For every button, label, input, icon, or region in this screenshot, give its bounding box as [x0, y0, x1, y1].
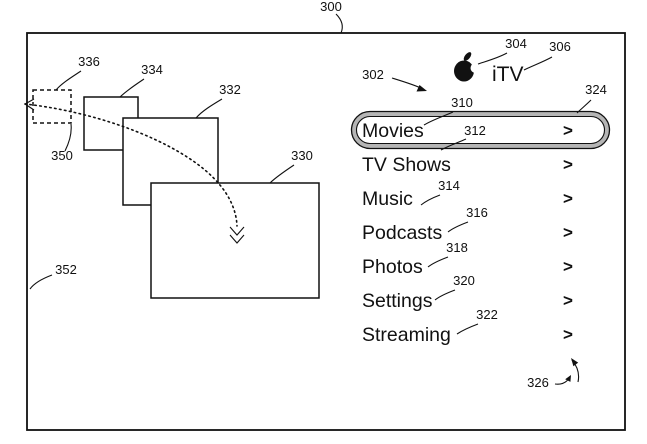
menu-item-podcasts: Podcasts: [362, 222, 442, 244]
ref-300-leader: [335, 13, 343, 34]
menu-item-music: Music: [362, 188, 413, 210]
motion-down-arrowhead-icon: [229, 226, 245, 236]
ref-318-label: 318: [446, 240, 468, 255]
ref-316-label: 316: [466, 205, 488, 220]
ref-316-leader: [447, 221, 469, 233]
ref-312-label: 312: [464, 123, 486, 138]
ref-332-label: 332: [219, 82, 241, 97]
menu-item-streaming: Streaming: [362, 324, 451, 346]
ref-332-leader: [195, 98, 223, 119]
ref-330-label: 330: [291, 148, 313, 163]
ref-336-leader: [55, 70, 82, 91]
ref-334-label: 334: [141, 62, 163, 77]
ref-302-arrowhead-icon: [416, 85, 427, 92]
ref-300-label: 300: [320, 0, 342, 14]
chevron-right-icon: >: [563, 325, 573, 344]
ref-320-label: 320: [453, 273, 475, 288]
chevron-right-icon: >: [563, 257, 573, 276]
screen-box-336: [32, 89, 72, 124]
ref-322-leader: [456, 323, 479, 335]
ref-350-label: 350: [51, 148, 73, 163]
chevron-right-icon: >: [563, 223, 573, 242]
menu-item-settings: Settings: [362, 290, 433, 312]
ref-312-leader: [440, 138, 467, 151]
apple-logo-icon: [454, 52, 481, 82]
ref-352-label: 352: [55, 262, 77, 277]
ref-324-leader: [576, 99, 592, 114]
ref-306-leader: [523, 56, 553, 71]
ref-336-label: 336: [78, 54, 100, 69]
ref-314-leader: [420, 194, 441, 206]
figure-frame: [26, 32, 626, 431]
ref-304-label: 304: [505, 36, 527, 51]
ref-352-leader: [29, 274, 53, 290]
ref-322-label: 322: [476, 307, 498, 322]
scroll-up-arrowhead-icon: [571, 358, 579, 367]
menu-item-tv-shows: TV Shows: [362, 154, 451, 176]
motion-down-arrowhead2-icon: [229, 234, 245, 244]
ref-302-label: 302: [362, 67, 384, 82]
ref-304-leader: [477, 52, 508, 65]
ref-350-leader: [64, 123, 72, 152]
device-title: iTV: [492, 63, 524, 86]
ref-326-label: 326: [527, 375, 549, 390]
chevron-right-icon: >: [563, 189, 573, 208]
chevron-right-icon: >: [563, 121, 573, 140]
menu-item-photos: Photos: [362, 256, 423, 278]
ref-310-label: 310: [451, 95, 473, 110]
chevron-right-icon: >: [563, 155, 573, 174]
ref-326-arrowhead-icon: [565, 375, 571, 382]
motion-left-arrowhead-icon: [23, 98, 35, 111]
ref-318-leader: [427, 256, 449, 268]
chevron-right-icon: >: [563, 291, 573, 310]
ref-306-label: 306: [549, 39, 571, 54]
ref-330-leader: [269, 164, 295, 184]
ref-320-leader: [434, 289, 456, 301]
ref-334-leader: [119, 78, 145, 98]
selection-highlight: [350, 110, 611, 150]
ref-324-label: 324: [585, 82, 607, 97]
ref-310-leader: [423, 111, 454, 126]
menu-item-movies: Movies: [362, 120, 424, 142]
ref-314-label: 314: [438, 178, 460, 193]
